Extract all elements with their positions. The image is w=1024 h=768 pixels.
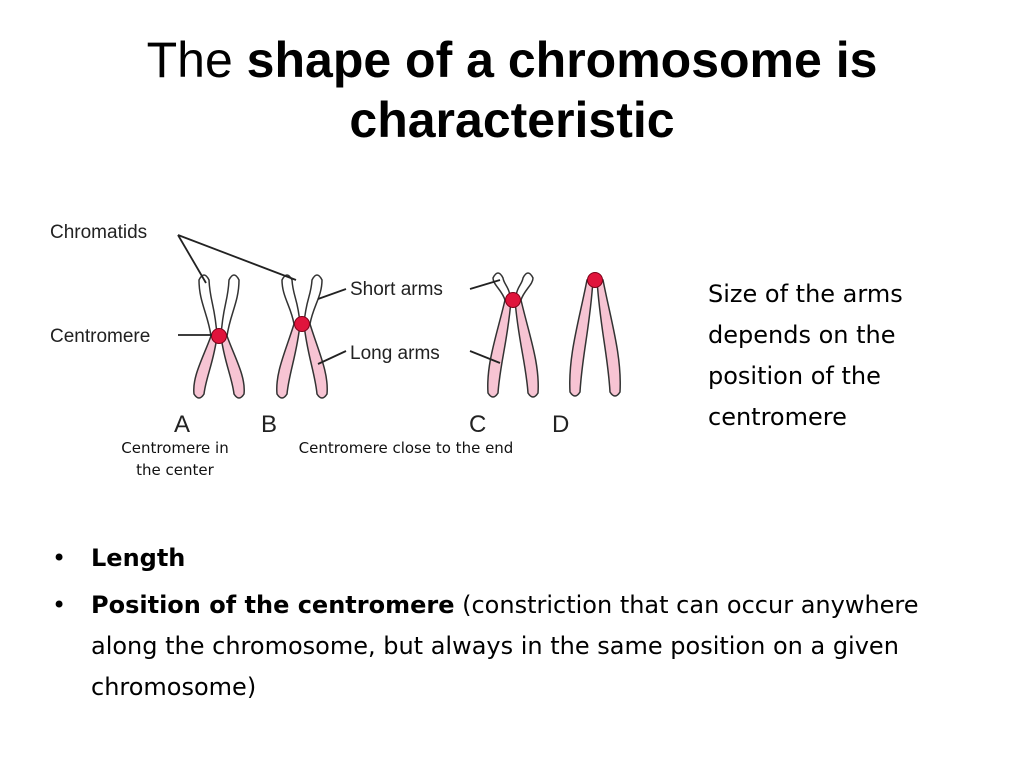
centromere-dot xyxy=(211,328,227,344)
short-arms-pointer-b xyxy=(317,288,347,300)
label-chromatids: Chromatids xyxy=(50,222,147,243)
pointer-lines xyxy=(177,234,501,365)
long-arms-pointer-c xyxy=(469,350,501,364)
chromosome-letter-a: A xyxy=(174,411,190,438)
chromatids-pointer-b xyxy=(177,234,297,281)
short-arm-right xyxy=(220,274,240,337)
chromosome-group xyxy=(193,272,621,399)
bullet-length-bold: Length xyxy=(91,544,186,572)
short-arms-pointer-c xyxy=(469,279,501,290)
short-arm-right xyxy=(514,272,534,301)
bullet-marker: • xyxy=(52,591,67,619)
caption-centromere-center: Centromere in the center xyxy=(121,439,229,479)
bullet-marker: • xyxy=(52,544,67,572)
long-arm-left xyxy=(569,279,594,397)
long-arms-pointer-b xyxy=(317,350,347,365)
long-arm-left xyxy=(193,335,218,399)
title-plain-part: The xyxy=(146,32,247,88)
short-arm-right xyxy=(303,274,323,325)
bullet-centromere-bold: Position of the centromere xyxy=(91,591,455,619)
chromosome-a xyxy=(193,274,245,399)
chromosome-c xyxy=(487,272,539,398)
centromere-dot xyxy=(587,272,603,288)
long-arm-right xyxy=(596,279,621,397)
short-arm-left xyxy=(198,274,218,337)
chromosome-letter-b: B xyxy=(261,411,277,438)
long-arm-left xyxy=(276,323,301,399)
bullet-list: • Length • Position of the centromere (con… xyxy=(48,538,948,714)
chromosome-b xyxy=(276,274,328,399)
slide-title: The shape of a chromosome is characteris… xyxy=(40,30,984,150)
long-arm-right xyxy=(514,299,539,398)
centromere-dot xyxy=(505,292,521,308)
chromosome-letter-d: D xyxy=(552,411,569,438)
bullet-centromere-text: (constriction that can occur anywhere al… xyxy=(91,591,919,701)
centromere-dot xyxy=(294,316,310,332)
label-long-arms: Long arms xyxy=(350,343,440,364)
short-arm-left xyxy=(281,274,301,325)
caption-centromere-end: Centromere close to the end xyxy=(298,439,514,457)
long-arm-right xyxy=(303,323,328,399)
chromosome-letter-c: C xyxy=(469,411,486,438)
title-bold-part: shape of a chromosome is characteristic xyxy=(246,32,878,148)
long-arm-right xyxy=(220,335,245,399)
chromosome-d xyxy=(569,272,621,397)
bullet-length: • Length xyxy=(48,538,948,579)
label-short-arms: Short arms xyxy=(350,279,443,300)
long-arm-left xyxy=(487,299,512,398)
short-arm-left xyxy=(492,272,512,301)
side-note: Size of the arms depends on the position… xyxy=(708,280,903,431)
label-centromere: Centromere xyxy=(50,326,150,347)
bullet-centromere-position: • Position of the centromere (constrictio… xyxy=(48,585,948,708)
chromatids-pointer-a xyxy=(177,234,207,284)
